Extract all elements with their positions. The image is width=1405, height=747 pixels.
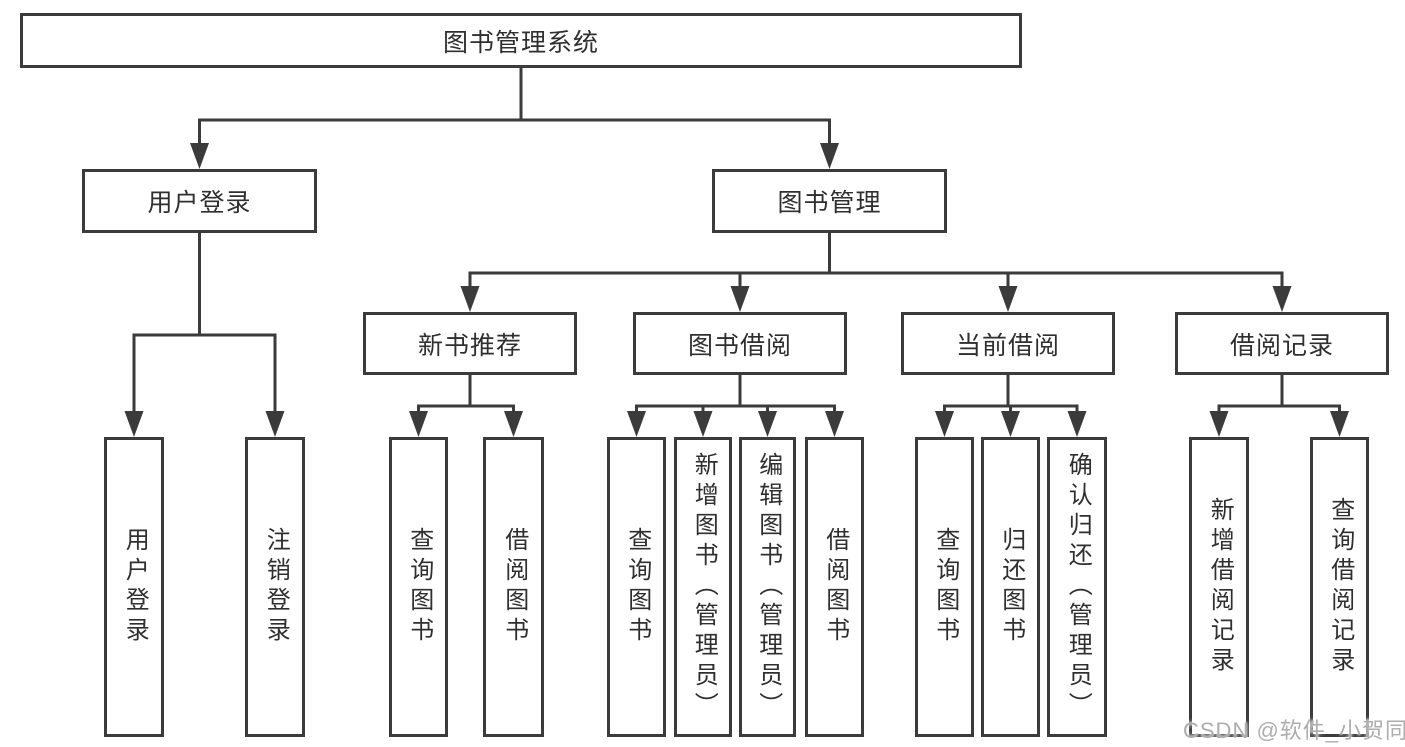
node-label: 借阅图书: [821, 527, 849, 647]
node-label: 当前借阅: [955, 331, 1060, 360]
node-label: 查询图书: [405, 527, 433, 647]
node-label: 编辑图书（管理员）: [754, 452, 782, 722]
csdn-watermark: CSDN @软件_小贺同学: [1183, 718, 1405, 743]
node-label: 借阅图书: [500, 527, 528, 647]
node-label: 新增图书（管理员）: [690, 452, 718, 722]
leaf-logout: 注销登录: [245, 437, 305, 737]
leaf-query-books-borrow: 查询图书: [607, 437, 666, 737]
leaf-add-book-admin: 新增图书（管理员）: [674, 437, 732, 737]
node-book-borrow: 图书借阅: [633, 312, 847, 375]
node-label: 图书借阅: [687, 331, 792, 360]
node-user-login: 用户登录: [82, 169, 317, 233]
node-label: 借阅记录: [1229, 331, 1334, 360]
leaf-borrow-books-recommend: 借阅图书: [483, 437, 544, 737]
node-book-management: 图书管理: [712, 169, 947, 233]
node-new-book-recommend: 新书推荐: [363, 312, 577, 375]
leaf-edit-book-admin: 编辑图书（管理员）: [739, 437, 796, 737]
leaf-confirm-return-admin: 确认归还（管理员）: [1047, 437, 1107, 737]
leaf-user-login: 用户登录: [104, 437, 164, 737]
node-label: 用户登录: [147, 189, 252, 217]
node-label: 用户登录: [121, 527, 149, 647]
arrowheads: [124, 143, 1349, 437]
leaf-borrow-books-borrow: 借阅图书: [805, 437, 864, 737]
leaf-query-books-current: 查询图书: [915, 437, 974, 737]
leaf-query-borrow-record: 查询借阅记录: [1310, 437, 1369, 737]
node-label: 查询借阅记录: [1326, 497, 1354, 677]
node-label: 归还图书: [997, 527, 1025, 647]
node-current-borrow: 当前借阅: [901, 312, 1115, 375]
node-label: 新增借阅记录: [1206, 497, 1234, 677]
leaf-query-books-recommend: 查询图书: [389, 437, 448, 737]
node-label: 查询图书: [931, 527, 959, 647]
node-label: 新书推荐: [417, 331, 522, 360]
node-borrow-records: 借阅记录: [1175, 312, 1389, 375]
node-label: 确认归还（管理员）: [1064, 452, 1092, 722]
node-label: 注销登录: [262, 527, 290, 647]
leaf-return-book: 归还图书: [981, 437, 1040, 737]
node-label: 图书管理: [777, 189, 882, 217]
node-label: 查询图书: [623, 527, 651, 647]
leaf-add-borrow-record: 新增借阅记录: [1189, 437, 1249, 737]
node-library-management-system: 图书管理系统: [20, 13, 1022, 68]
node-label: 图书管理系统: [442, 28, 599, 57]
